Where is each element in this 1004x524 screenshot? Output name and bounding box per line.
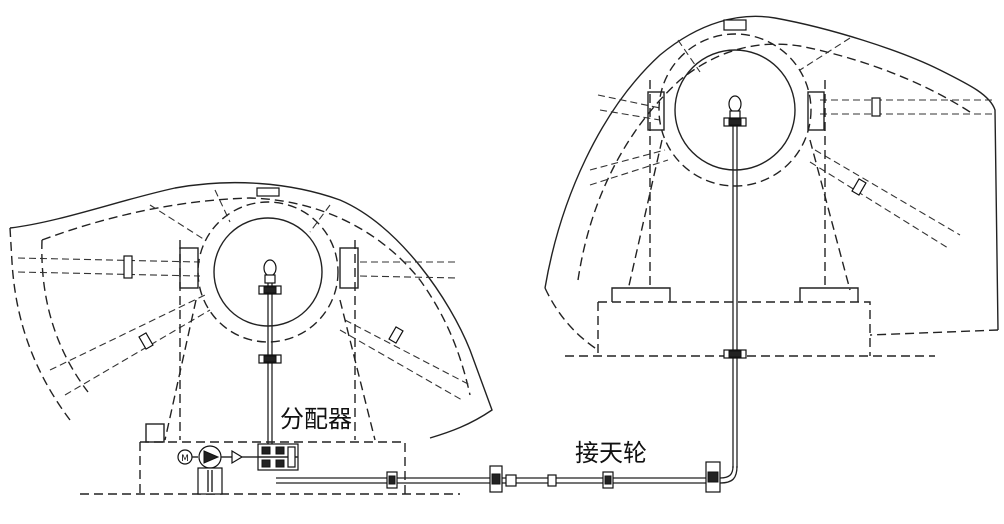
pump-unit: M xyxy=(177,445,258,495)
pipe-coupling-2 xyxy=(547,474,557,487)
left-rotor-inner-arc xyxy=(41,197,471,396)
left-spoke-7 xyxy=(309,204,331,233)
left-spoke-4 xyxy=(64,309,211,396)
right-pillar-right-slope xyxy=(809,139,851,291)
pipe-clamp-horizontal-2 xyxy=(489,465,503,493)
left-bearing-block-r xyxy=(339,247,359,289)
right-elbow xyxy=(719,465,738,484)
left-spoke-2 xyxy=(17,271,201,277)
left-pillar-left-slope xyxy=(164,299,197,441)
pipe-clamp-horizontal-4 xyxy=(705,461,721,493)
pipe-clamp-left-upper xyxy=(258,285,282,295)
pipe-clamp-horizontal-3 xyxy=(602,471,614,489)
left-spoke-clip-c xyxy=(388,326,404,344)
right-vertical-pipe xyxy=(732,120,738,468)
right-rotor-bottom xyxy=(544,287,599,351)
right-pillar-left-slope xyxy=(627,139,663,291)
right-rotor-right-bottom xyxy=(869,329,999,336)
left-spoke-10 xyxy=(344,319,471,386)
pipe-clamp-right-lower xyxy=(723,349,747,359)
left-spoke-clip-a xyxy=(123,255,133,279)
left-vertical-pipe xyxy=(267,282,273,452)
pipe-coupling-1 xyxy=(505,474,517,487)
left-base-stud xyxy=(145,423,165,443)
right-machine xyxy=(544,15,999,357)
left-bearing-block-l xyxy=(179,247,199,289)
svg-text:M: M xyxy=(181,454,189,464)
right-spoke-4 xyxy=(589,159,669,186)
left-rotor-outline xyxy=(9,181,493,439)
right-base xyxy=(597,301,871,356)
right-hub-outer xyxy=(658,33,812,187)
right-spoke-10 xyxy=(809,161,949,249)
pipe-clamp-left-lower xyxy=(258,354,282,364)
left-rotor-left-edge xyxy=(9,227,71,421)
head-pulley-label: 接天轮 xyxy=(575,439,647,467)
left-base xyxy=(139,441,406,494)
left-spoke-clip-b xyxy=(138,332,154,350)
right-spoke-5 xyxy=(677,39,701,73)
left-machine xyxy=(9,181,493,495)
left-pillar-right-slope xyxy=(339,299,376,441)
right-spoke-6 xyxy=(799,37,851,71)
oil-reservoir xyxy=(197,467,223,495)
left-spoke-9 xyxy=(359,275,459,279)
right-spoke-9 xyxy=(814,149,961,236)
right-grease-nipple xyxy=(728,95,742,121)
right-spoke-clip-a xyxy=(871,97,881,117)
right-bearing-block-r xyxy=(807,91,825,131)
distributor-label: 分配器 xyxy=(280,405,352,433)
right-base-plinths xyxy=(611,287,859,302)
left-rotor-left-edge-inner xyxy=(41,239,89,393)
pipe-clamp-right-upper xyxy=(723,117,747,127)
left-grease-nipple xyxy=(263,259,277,284)
right-spoke-3 xyxy=(589,149,666,171)
right-rotor-inner-arc xyxy=(577,43,971,281)
left-top-fitting xyxy=(256,187,280,197)
filter-symbol xyxy=(231,449,244,465)
pipe-clamp-horizontal-1 xyxy=(386,471,398,489)
right-hub-inner xyxy=(674,49,796,171)
left-spoke-1 xyxy=(17,257,201,263)
right-spoke-clip-b xyxy=(851,178,867,196)
right-top-fitting xyxy=(723,19,747,31)
left-spoke-11 xyxy=(339,329,463,401)
right-rotor-outline xyxy=(544,15,999,331)
left-spoke-3 xyxy=(49,294,206,371)
distributor-block xyxy=(257,443,299,471)
right-spoke-2 xyxy=(599,109,661,121)
right-bearing-block-l xyxy=(647,91,665,131)
left-spoke-5 xyxy=(149,204,206,241)
left-spoke-6 xyxy=(214,189,231,223)
left-hub-outer xyxy=(197,201,339,343)
